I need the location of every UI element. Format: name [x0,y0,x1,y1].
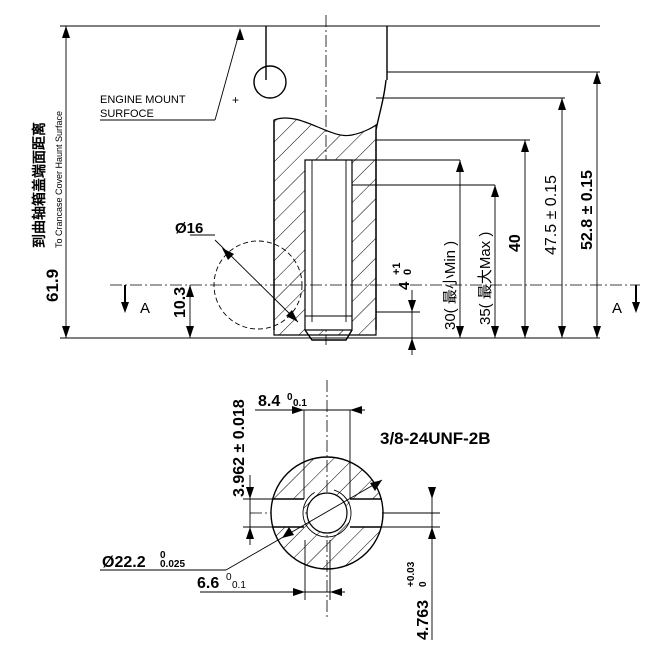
dim-61-9: 61.9 [43,269,62,302]
dim-6-6-tol-bottom: 0.1 [232,580,246,591]
shoulder-circle [253,65,287,99]
thread-major-circle [302,488,352,538]
dim-35: 35( 最大Max ) [477,232,494,325]
engine-mount-leader [214,29,241,121]
shaft-section [271,457,383,569]
dia22-tol-top: 0 [160,550,166,561]
dim-4-tol-bottom: 0 [402,269,414,275]
dim-4-763-tol-bottom: 0 [418,581,429,587]
dim-4: 4 [396,281,413,290]
engine-mount-label-line2: SURFOCE [100,108,154,120]
section-label-right: A [612,300,622,317]
overall-height-en-label: To Crancase Cover Haunt Surface [54,111,64,248]
dim-40: 40 [507,234,524,252]
dim-3-962: 3.962 ± 0.018 [231,399,248,497]
dim-47-5: 47.5 ± 0.15 [543,175,560,255]
dia16-label: Ø16 [175,220,203,237]
dim-6-6: 6.6 [197,575,219,592]
dia22-leader [225,479,383,571]
dim-8-4-tol-bottom: 0.1 [293,398,307,409]
engine-mount-label-line1: ENGINE MOUNT [100,94,186,106]
dim-6-6-tol-top: 0 [226,572,232,583]
shaft-shoulder-right [375,79,387,330]
section-label-left: A [140,300,150,317]
plus-mark: + [232,93,239,107]
dim-52-8: 52.8 ± 0.15 [579,170,596,250]
dim-30: 30( 最小Min ) [442,241,459,330]
section-view: 3.962 ± 0.018 8.4 0 0.1 3/8-24UNF-2B 4.7… [100,380,491,640]
dim-4-763-tol-top: +0.03 [406,561,417,587]
dia22-tol-bottom: 0.025 [160,559,185,570]
dim-10-3: 10.3 [172,287,189,318]
drilled-hole [304,159,353,331]
top-view: ENGINE MOUNT SURFOCE + Ø16 A A 10.3 [31,15,640,355]
thread-hole [306,492,348,534]
overall-height-cn-label: 到曲轴箱盖端面距离 [31,122,47,248]
dim-4-763: 4.763 [415,600,432,640]
dia22-label: Ø22.2 [102,554,146,571]
dim-8-4-tol-top: 0 [287,392,293,403]
dim-4-tol-top: +1 [391,262,403,275]
dim-8-4: 8.4 [258,393,280,410]
thread-spec: 3/8-24UNF-2B [380,429,491,448]
hole-bottom [304,329,353,341]
